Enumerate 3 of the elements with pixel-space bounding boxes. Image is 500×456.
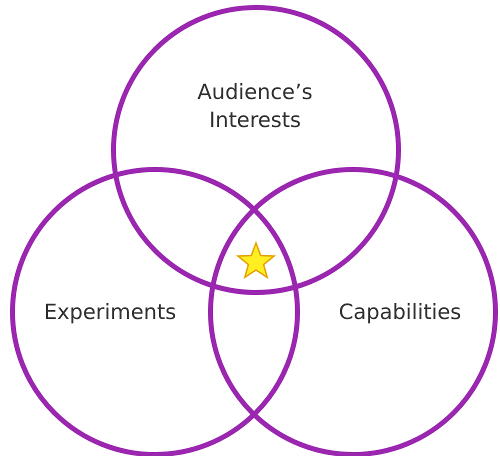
circle-label: Experiments bbox=[42, 299, 178, 326]
circle-label: Capabilities bbox=[338, 299, 462, 326]
circle-label: Audience’s Interests bbox=[196, 79, 314, 134]
